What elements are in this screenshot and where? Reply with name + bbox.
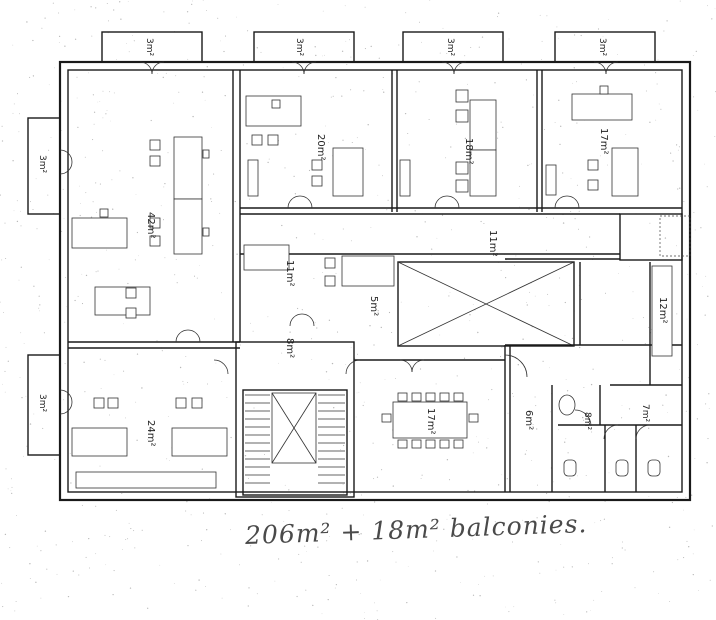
meeting-17-label: 17m² (425, 408, 436, 434)
room-42-label: 42m² (145, 212, 156, 238)
hall-8-label: 8m² (284, 338, 295, 358)
room-24-label: 24m² (145, 420, 156, 446)
staircase (245, 392, 345, 484)
room-5-label: 5m² (368, 296, 379, 316)
interior-walls (68, 70, 691, 498)
doors (59, 61, 651, 440)
room-11-label: 11m² (284, 260, 295, 286)
room-17-top-label: 17m² (598, 128, 609, 154)
balcony-labels: 3m² 3m² 3m² 3m² 3m² 3m² (37, 38, 607, 412)
balcony-2-label: 3m² (294, 38, 304, 56)
balcony-6-label: 3m² (37, 394, 47, 412)
corridor-label: 11m² (487, 230, 498, 256)
balcony-5-label: 3m² (37, 155, 47, 173)
room-labels: 42m² 20m² 18m² 17m² 11m² 11m² 5m² 12m² 8… (145, 128, 668, 446)
balcony-4-label: 3m² (597, 38, 607, 56)
wc-8-label: 8m² (582, 412, 592, 430)
wc-7-label: 7m² (640, 404, 650, 422)
outer-walls (58, 60, 692, 502)
left-balconies (27, 117, 61, 456)
top-balconies (101, 31, 656, 63)
room-20-label: 20m² (315, 134, 326, 160)
room-18-label: 18m² (463, 138, 474, 164)
room-12-label: 12m² (657, 297, 668, 323)
room-6-label: 6m² (523, 410, 534, 430)
furniture (71, 85, 673, 489)
balcony-3-label: 3m² (445, 38, 455, 56)
balcony-1-label: 3m² (144, 38, 154, 56)
